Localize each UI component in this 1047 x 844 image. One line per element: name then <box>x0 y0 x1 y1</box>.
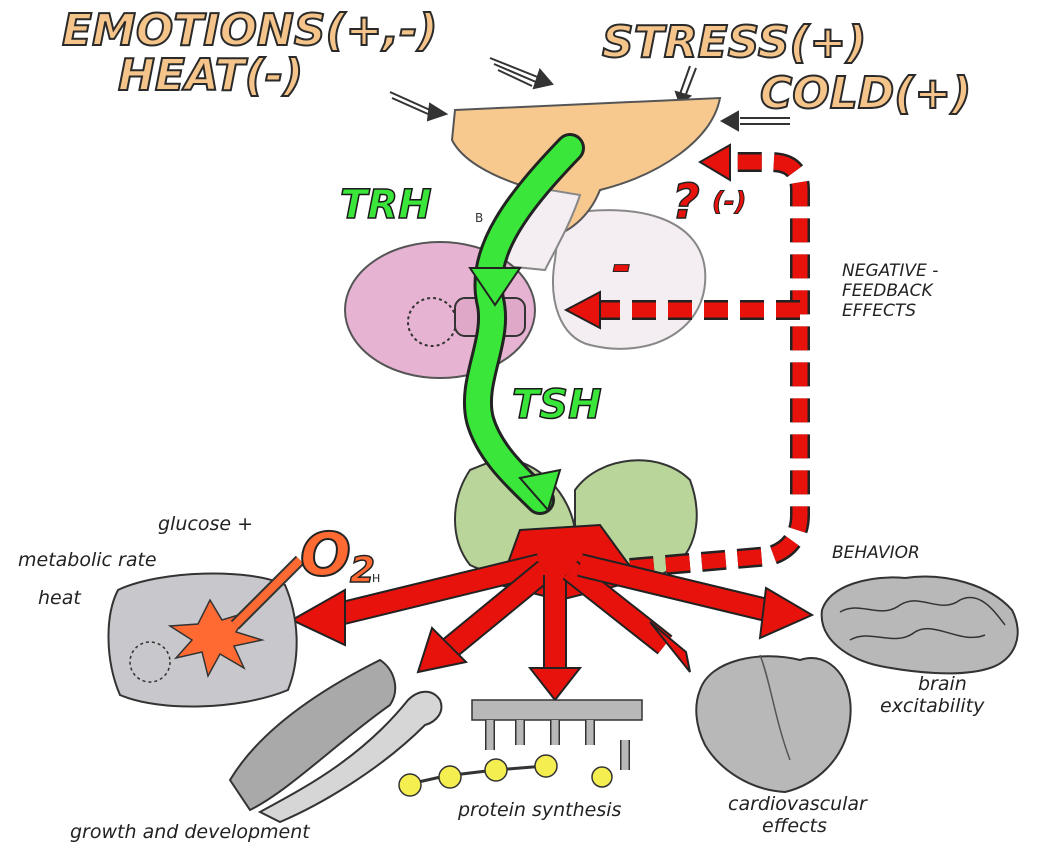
feedback-arrowhead-hypothalamus <box>700 145 730 180</box>
feedback-label-line2: FEEDBACK <box>842 281 935 301</box>
o2-label: O <box>300 520 351 590</box>
glucose-label: glucose + <box>158 513 253 535</box>
stimulus-heat: HEAT(-) <box>118 50 303 101</box>
feedback-label-line1: NEGATIVE - <box>842 261 938 281</box>
protein-synthesis-label: protein synthesis <box>457 799 622 821</box>
feedback-question-sign: (-) <box>712 187 747 217</box>
growth-label: growth and development <box>70 821 311 843</box>
feedback-pituitary-sign: - <box>612 238 632 294</box>
brain-icon <box>822 577 1018 674</box>
feedback-label-line3: EFFECTS <box>842 301 916 321</box>
behavior-label: BEHAVIOR <box>832 543 920 563</box>
feedback-question-mark: ? <box>672 174 700 230</box>
heat-effect-label: heat <box>38 587 82 609</box>
trh-label: TRH <box>340 182 432 228</box>
stimulus-cold: COLD(+) <box>760 68 971 119</box>
brain: BEHAVIOR brain excitability <box>822 543 1018 717</box>
stimulus-emotions: EMOTIONS(+,-) <box>62 5 438 56</box>
hypothalamus-pituitary <box>345 98 720 378</box>
cardio-label-line2: effects <box>762 815 827 837</box>
trh-subscript: B <box>475 211 483 225</box>
pituitary-cell-icon <box>408 298 456 346</box>
tsh-label: TSH <box>512 382 602 428</box>
brain-label-line2: excitability <box>880 695 985 717</box>
amino-acid-icon <box>399 774 421 796</box>
ribosome-strand-icon <box>472 700 642 720</box>
o2-subscript-h: H <box>372 572 380 585</box>
cardio-label-line1: cardiovascular <box>728 793 868 815</box>
heart: cardiovascular effects <box>696 655 868 837</box>
brain-label-line1: brain <box>918 673 967 695</box>
stimulus-stress: STRESS(+) <box>602 17 867 68</box>
metabolic-rate-label: metabolic rate <box>18 549 157 571</box>
heart-icon <box>696 656 850 792</box>
